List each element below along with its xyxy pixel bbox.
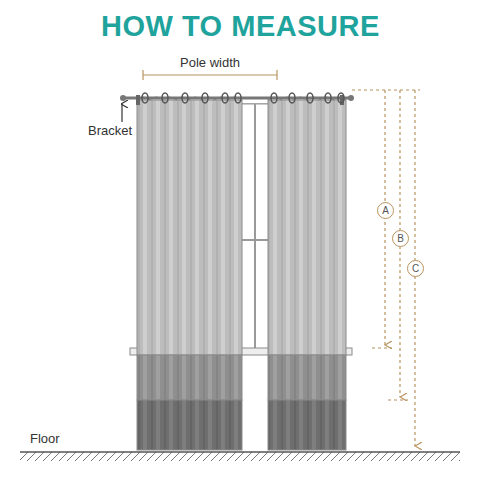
callout-letter: B [397,234,404,244]
floor-label: Floor [28,431,62,446]
callout-letter: C [412,264,419,274]
title: HOW TO MEASURE [101,10,380,43]
callout-circle: A [377,202,394,219]
part-label: Bracket [86,123,134,138]
callout-letter: A [382,206,389,216]
callout-circle: C [407,260,424,277]
callout-circle: B [392,230,409,247]
dimension-label: Pole width [178,55,242,70]
